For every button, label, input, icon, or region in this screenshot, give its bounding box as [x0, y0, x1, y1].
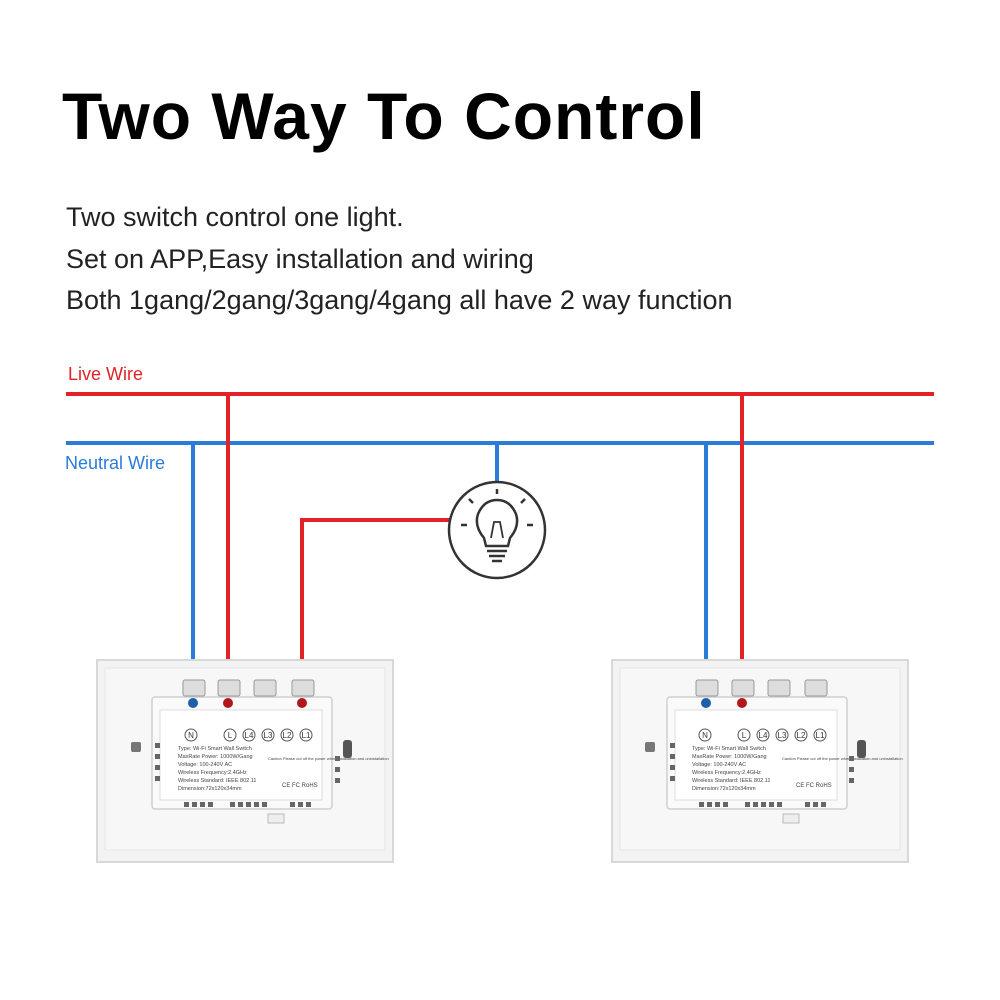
description-line-3: Both 1gang/2gang/3gang/4gang all have 2 …: [66, 285, 733, 315]
switch1-spec-label: Type: Wi-Fi Smart Wall Switch MaxRate Po…: [178, 746, 256, 792]
switch2-spec-label: Type: Wi-Fi Smart Wall Switch MaxRate Po…: [692, 746, 770, 792]
switch1-cert: CE FC RoHS: [282, 783, 318, 789]
live-wire-label: Live Wire: [68, 364, 144, 384]
switch1-spec-line: Dimension:72x120x34mm: [178, 786, 242, 792]
switch1-load-wire: [300, 518, 452, 700]
description-line-1: Two switch control one light.: [66, 202, 404, 232]
switch2-terminal-l1: L1: [816, 731, 825, 740]
switch2-terminal-n: N: [702, 731, 708, 740]
switch1-terminal-l4: L4: [245, 731, 254, 740]
description-line-2: Set on APP,Easy installation and wiring: [66, 244, 534, 274]
switch1-terminal-l1: L1: [302, 731, 311, 740]
switch2-terminal-l: L: [742, 731, 747, 740]
switch1-spec-line: Wireless Standard: IEEE 802.11: [178, 778, 256, 784]
switch1-caution: Caution Please cut off the power when in…: [268, 756, 389, 761]
switch1-spec-line: Wireless Frequency:2.4GHz: [178, 770, 247, 776]
switch2-spec-line: Type: Wi-Fi Smart Wall Switch: [692, 746, 766, 752]
switch2-spec-line: Dimension:72x120x34mm: [692, 786, 756, 792]
switch-2: N L L4 L3 L2 L1 Type: Wi-Fi Smart Wall S…: [611, 659, 909, 863]
switch2-terminal-l3: L3: [778, 731, 787, 740]
switch1-terminal-l2: L2: [283, 731, 292, 740]
neutral-wire-label: Neutral Wire: [65, 453, 166, 473]
page-title: Two Way To Control: [62, 79, 706, 153]
switch-1: N L L4 L3 L2 L1 Type: Wi-Fi Smart Wall S…: [96, 659, 394, 863]
switch2-spec-line: MaxRate Power: 1000W/Gang: [692, 754, 767, 760]
switch1-terminal-n: N: [188, 731, 194, 740]
switch2-spec-line: Wireless Standard: IEEE 802.11: [692, 778, 770, 784]
switch2-cert: CE FC RoHS: [796, 783, 832, 789]
switch2-terminal-l2: L2: [797, 731, 806, 740]
switch2-terminal-l4: L4: [759, 731, 768, 740]
switch1-spec-line: Type: Wi-Fi Smart Wall Switch: [178, 746, 252, 752]
switch2-spec-line: Voltage: 100-240V AC: [692, 762, 746, 768]
switch1-terminal-l: L: [228, 731, 233, 740]
switch1-terminal-l3: L3: [264, 731, 273, 740]
light-bulb-icon: [447, 480, 547, 580]
switch2-caution: Caution Please cut off the power when in…: [782, 756, 903, 761]
switch1-spec-line: Voltage: 100-240V AC: [178, 762, 232, 768]
switch2-spec-line: Wireless Frequency:2.4GHz: [692, 770, 761, 776]
switch1-spec-line: MaxRate Power: 1000W/Gang: [178, 754, 253, 760]
